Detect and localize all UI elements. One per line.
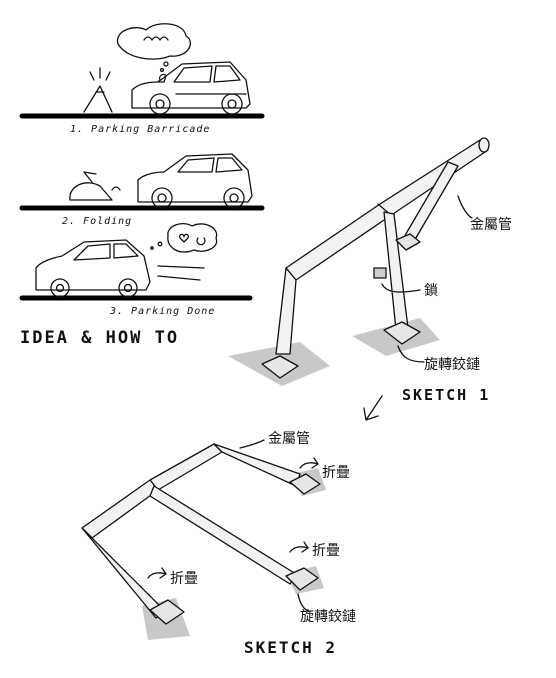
sketch2-fold-label-a: 折疊 [322,465,350,481]
sketch2-fold-label-c: 折疊 [170,571,198,587]
left-leg [275,267,297,355]
sketch1-drawing [228,137,490,386]
middle-arm [149,485,297,585]
step-label-1: 1. Parking Barricade [70,124,211,135]
sketch2-hinge-label: 旋轉鉸鏈 [300,609,356,625]
step-label-2: 2. Folding [62,216,133,227]
happy-bubble [167,222,218,253]
sketch2-title: SKETCH 2 [244,638,338,657]
barricade-icon [83,85,113,113]
sketch2-pipe-label: 金屬管 [268,431,310,447]
down-arrow-icon [363,395,383,421]
right-base-plate [383,321,421,345]
sketch1-pipe-label: 金屬管 [470,217,512,233]
sketch2-fold-label-b: 折疊 [312,543,340,559]
left-arm [81,527,167,619]
sketch1-lock-label: 鎖 [424,283,438,299]
back-rail [149,443,223,491]
left-base-plate [261,355,299,379]
driver-figure [157,73,167,83]
scribble [143,36,169,41]
front-right-leg [383,211,409,331]
car-3 [35,239,151,298]
top-pipe [285,139,489,281]
sketch1-hinge-label: 旋轉鉸鏈 [424,357,480,373]
sketch2-drawing [81,439,326,640]
panel-parking-done [19,222,253,301]
lock-box [373,267,387,279]
car-1 [131,61,251,115]
car-2 [137,153,253,209]
front-rail [81,479,159,539]
back-arm [213,443,301,487]
thought-bubble [116,23,191,60]
motion-lines [157,265,205,281]
heading: IDEA & HOW TO [20,328,180,348]
panel-barricade [19,23,265,119]
folded-barricade-icon [69,182,113,201]
sketch1-title: SKETCH 1 [402,386,491,404]
alert-marks [89,67,111,81]
step-label-3: 3. Parking Done [110,306,216,317]
panel-folding [19,153,265,211]
